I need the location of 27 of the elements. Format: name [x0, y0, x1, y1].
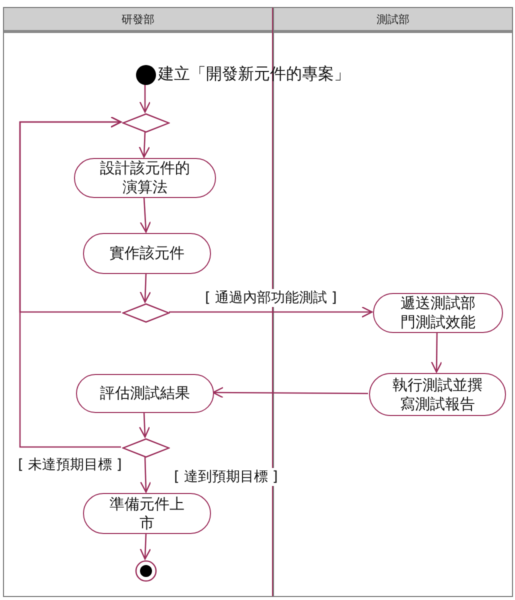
- edge-label: [ 通過內部功能測試 ]: [203, 289, 339, 307]
- swimlane-header: 研發部: [4, 8, 272, 33]
- swimlane-header: 測試部: [274, 8, 512, 33]
- activity-box: 遞送測試部門測試效能: [373, 293, 503, 333]
- activity-box: 準備元件上市: [83, 493, 211, 534]
- activity-box: 評估測試結果: [76, 374, 214, 413]
- arrow: [139, 84, 151, 113]
- start-node: [136, 65, 156, 85]
- arrow: [169, 306, 373, 318]
- arrow: [140, 272, 151, 303]
- arrow: [140, 532, 152, 560]
- arrow: [138, 132, 150, 158]
- arrow: [212, 386, 368, 398]
- edge-label: [ 達到預期目標 ]: [172, 468, 280, 486]
- activity-box: 實作該元件: [83, 233, 211, 274]
- end-node: [135, 560, 157, 582]
- activity-box: 執行測試並撰寫測試報告: [369, 373, 506, 416]
- arrow: [19, 116, 122, 313]
- decision-diamond: [122, 303, 170, 323]
- activity-box: 設計該元件的演算法: [74, 158, 216, 198]
- edge-label: [ 未達預期目標 ]: [16, 456, 124, 474]
- arrow: [138, 412, 150, 438]
- arrow: [430, 332, 442, 373]
- arrow: [140, 456, 152, 493]
- decision-diamond: [122, 438, 170, 458]
- decision-diamond: [122, 113, 170, 133]
- arrow: [140, 196, 152, 233]
